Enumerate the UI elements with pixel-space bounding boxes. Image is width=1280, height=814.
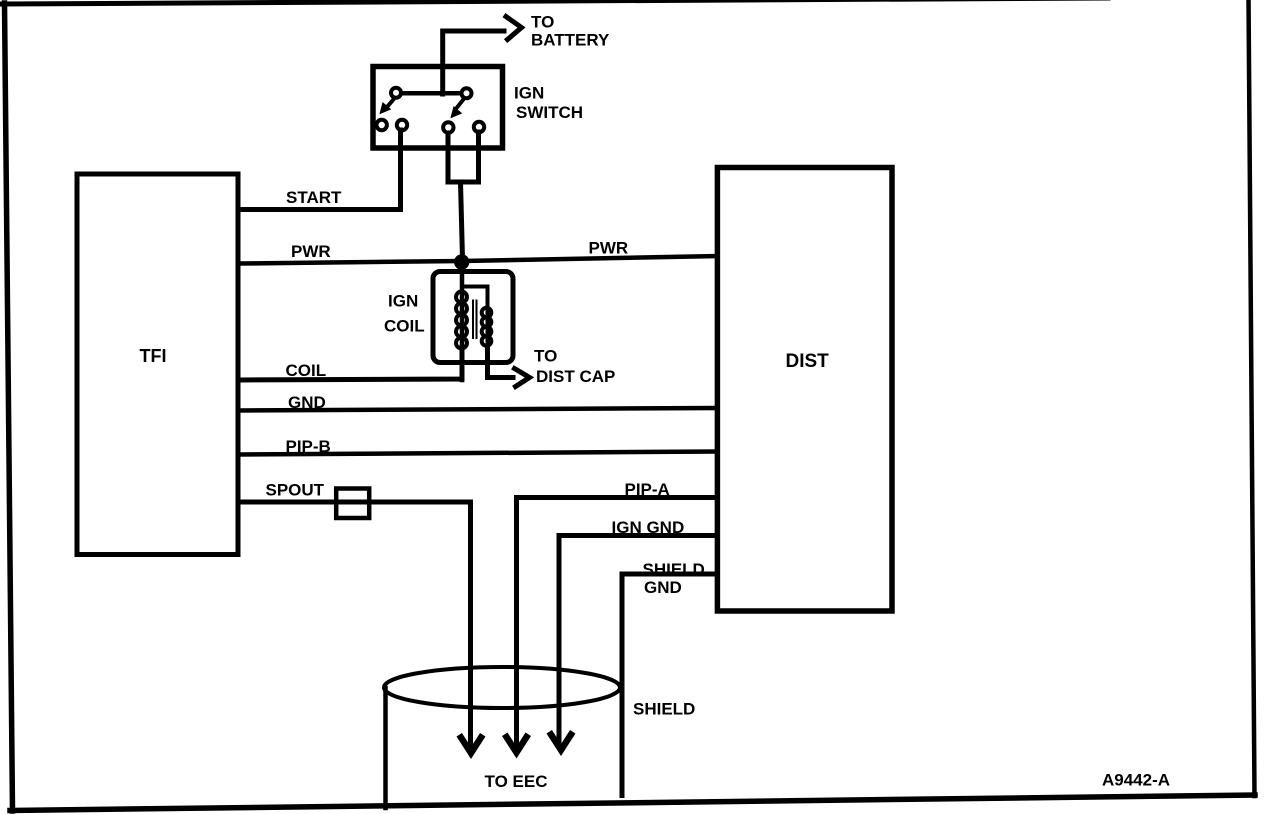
svg-text:TO: TO [534, 347, 557, 366]
svg-text:SHIELD: SHIELD [633, 700, 695, 719]
svg-text:TO: TO [531, 13, 554, 32]
svg-text:A9442-A: A9442-A [1102, 771, 1170, 790]
svg-text:PWR: PWR [589, 239, 629, 258]
svg-text:COIL: COIL [286, 361, 327, 380]
svg-text:SWITCH: SWITCH [516, 103, 583, 122]
svg-text:IGN: IGN [388, 292, 418, 311]
svg-text:GND: GND [288, 393, 326, 412]
svg-text:BATTERY: BATTERY [531, 31, 610, 50]
svg-text:IGN GND: IGN GND [612, 518, 685, 537]
svg-text:PIP-A: PIP-A [625, 480, 670, 499]
svg-text:DIST: DIST [786, 351, 830, 372]
svg-text:SPOUT: SPOUT [266, 481, 325, 500]
svg-text:TO EEC: TO EEC [485, 772, 548, 791]
svg-text:DIST CAP: DIST CAP [536, 367, 615, 386]
svg-text:GND: GND [644, 578, 682, 597]
svg-text:PWR: PWR [291, 242, 331, 261]
svg-text:START: START [286, 188, 342, 207]
svg-text:PIP-B: PIP-B [286, 437, 331, 456]
svg-text:TFI: TFI [140, 346, 167, 366]
svg-text:SHIELD: SHIELD [643, 560, 705, 579]
svg-text:COIL: COIL [384, 317, 425, 336]
svg-text:IGN: IGN [514, 84, 544, 103]
